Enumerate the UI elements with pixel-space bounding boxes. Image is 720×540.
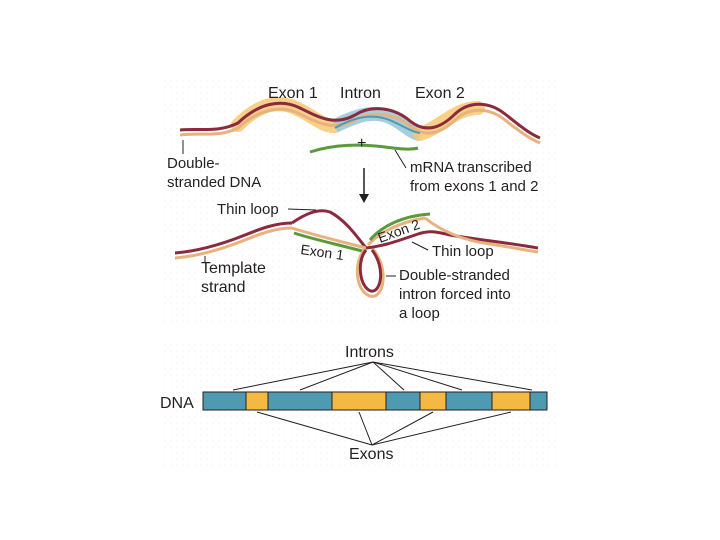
label-thin-loop-right: Thin loop xyxy=(432,243,494,260)
intron-segment xyxy=(445,391,493,411)
label-introns: Introns xyxy=(345,344,394,361)
mrna-exon1 xyxy=(293,231,367,254)
label-template-1: Template xyxy=(201,260,266,277)
top-dna-duplex xyxy=(179,97,541,145)
label-exon2: Exon 2 xyxy=(415,85,465,102)
label-exon1-mid: Exon 1 xyxy=(300,241,346,263)
exon-segment xyxy=(331,391,387,411)
intron-segment xyxy=(385,391,421,411)
exon-segment xyxy=(491,391,531,411)
label-intron-loop-1: Double-stranded xyxy=(399,267,510,284)
intron-loop-tan xyxy=(355,246,385,298)
hybrid-molecule xyxy=(174,209,539,298)
label-intron: Intron xyxy=(340,85,381,102)
label-mrna-2: from exons 1 and 2 xyxy=(410,178,538,195)
intron-segment xyxy=(202,391,247,411)
label-exon1: Exon 1 xyxy=(268,85,318,102)
label-dna: DNA xyxy=(160,395,194,412)
left-thin-loop xyxy=(291,209,368,249)
label-mrna-1: mRNA transcribed xyxy=(410,159,532,176)
dna-strand-tan xyxy=(179,107,541,145)
exon-segment xyxy=(245,391,269,411)
intron-segment xyxy=(529,391,548,411)
exon-segment xyxy=(419,391,447,411)
intron-loop-red xyxy=(358,249,382,293)
down-arrow-icon xyxy=(359,168,369,203)
exon-callout-lines xyxy=(256,411,512,446)
label-thin-loop-left: Thin loop xyxy=(217,201,279,218)
label-exons: Exons xyxy=(349,446,393,463)
thin-loop-right-leader xyxy=(411,241,429,251)
intron-strand xyxy=(334,115,421,134)
dna-strand-red xyxy=(179,101,541,140)
label-intron-loop-3: a loop xyxy=(399,305,440,322)
mrna-exon2 xyxy=(368,212,431,241)
mrna-strand-top xyxy=(309,143,419,154)
dna-gene-bar xyxy=(202,391,548,411)
label-template-2: strand xyxy=(201,279,245,296)
mrna-leader xyxy=(394,149,407,169)
intron-callout-lines xyxy=(232,361,533,391)
plus-sign: + xyxy=(357,135,366,152)
label-intron-loop-2: intron forced into xyxy=(399,286,511,303)
label-dsdna-2: stranded DNA xyxy=(167,174,261,191)
thin-loop-left-leader xyxy=(287,208,317,211)
label-dsdna-1: Double- xyxy=(167,155,220,172)
intron-segment xyxy=(267,391,333,411)
right-thin-loop xyxy=(365,230,539,250)
